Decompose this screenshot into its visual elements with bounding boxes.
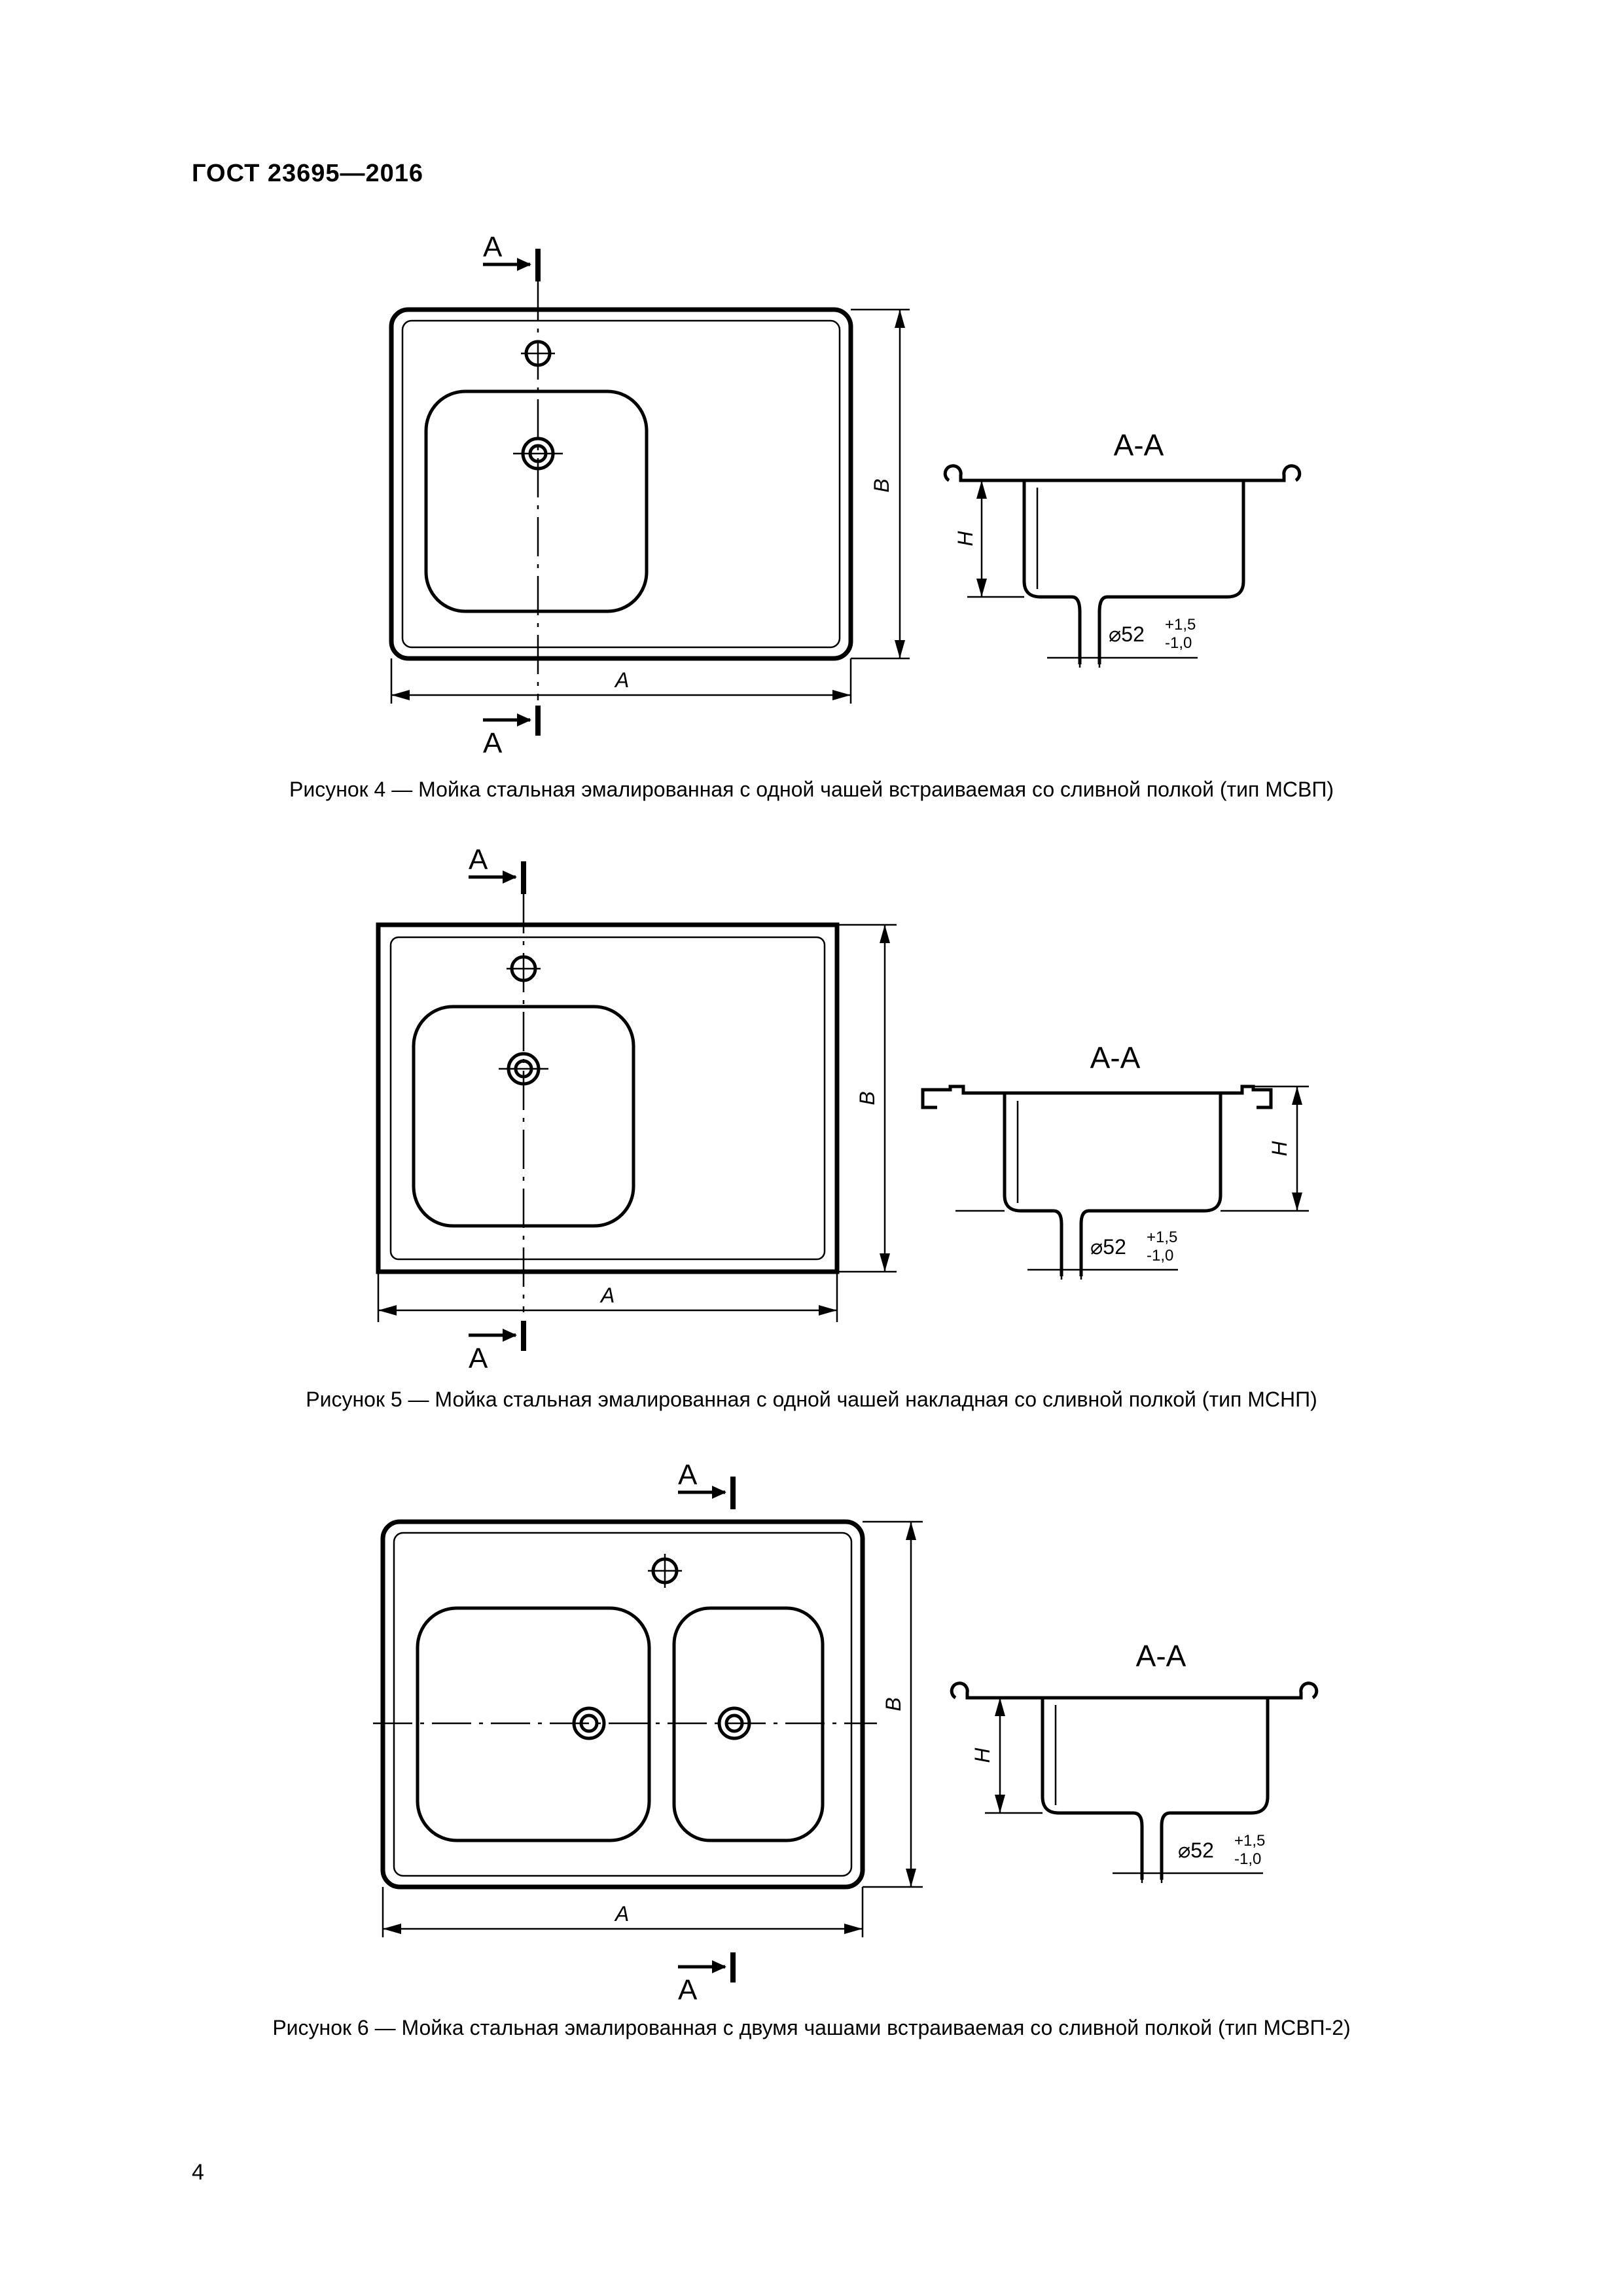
- sink-inner-rim: [393, 1532, 853, 1877]
- figure-6: А А A B: [0, 1440, 1623, 2055]
- dimension-b-label: B: [855, 1091, 879, 1105]
- section-title: А-А: [1090, 1041, 1141, 1075]
- basin-large: [416, 1606, 651, 1842]
- dimension-h-label: H: [954, 531, 977, 547]
- basin: [424, 389, 649, 613]
- drain-diameter-label: ⌀52: [1109, 622, 1145, 646]
- section-marker-top: А: [483, 231, 503, 263]
- drain-diameter-label: ⌀52: [1090, 1235, 1126, 1259]
- section-marker-bottom: А: [469, 1342, 488, 1374]
- document-standard-header: ГОСТ 23695—2016: [192, 160, 424, 187]
- sink-outline: [380, 1519, 865, 1890]
- figure-4: А А A B А-А: [0, 0, 1623, 825]
- section-bowl: [1003, 1093, 1222, 1276]
- tolerance-lower: -1,0: [1165, 634, 1192, 652]
- tolerance-upper: +1,5: [1165, 616, 1196, 634]
- section-marker-top: А: [469, 844, 488, 876]
- dimension-a-label: A: [599, 1283, 615, 1307]
- figure-4-drawing: А А A B А-А: [389, 231, 1302, 759]
- dimension-h-label: H: [971, 1748, 994, 1763]
- drain-diameter-label: ⌀52: [1178, 1839, 1214, 1862]
- tolerance-lower: -1,0: [1234, 1850, 1261, 1868]
- sink-outline: [389, 307, 853, 661]
- section-marker-bottom: А: [678, 1974, 698, 2006]
- figure-5: А А A B А-А: [0, 825, 1623, 1440]
- section-marker-top: А: [678, 1459, 698, 1491]
- figure-5-caption: Рисунок 5 — Мойка стальная эмалированная…: [306, 1388, 1317, 1411]
- dimension-a-label: A: [614, 668, 629, 692]
- dimension-b-label: B: [870, 478, 893, 492]
- figure-6-caption: Рисунок 6 — Мойка стальная эмалированная…: [272, 2016, 1351, 2039]
- dimension-a-label: A: [614, 1902, 629, 1926]
- figure-6-drawing: А А A B: [373, 1459, 1319, 2006]
- drain-large-outer: [572, 1706, 606, 1740]
- tolerance-upper: +1,5: [1147, 1229, 1177, 1246]
- section-bowl: [1041, 1698, 1270, 1880]
- drain-small-outer: [717, 1706, 751, 1740]
- sink-inner-rim: [389, 936, 826, 1261]
- section-rim: [943, 464, 1302, 482]
- section-bowl: [1022, 480, 1245, 664]
- drain-small-inner: [724, 1713, 744, 1733]
- sink-outline: [376, 922, 840, 1274]
- section-marker-bottom: А: [483, 727, 503, 759]
- drain-large-inner: [579, 1713, 599, 1733]
- section-title: А-А: [1114, 428, 1164, 462]
- section-title: А-А: [1136, 1639, 1186, 1673]
- dimension-b-label: B: [882, 1697, 905, 1711]
- page-number: 4: [192, 2160, 204, 2185]
- dimension-h-label: H: [1268, 1141, 1291, 1157]
- sink-inner-rim: [401, 319, 841, 649]
- basin-small: [672, 1606, 825, 1842]
- tolerance-lower: -1,0: [1147, 1247, 1173, 1265]
- figure-5-drawing: А А A B А-А: [376, 844, 1309, 1374]
- section-rim: [921, 1085, 1273, 1109]
- section-rim: [950, 1681, 1319, 1700]
- tolerance-upper: +1,5: [1234, 1832, 1265, 1850]
- figure-4-caption: Рисунок 4 — Мойка стальная эмалированная…: [289, 778, 1334, 801]
